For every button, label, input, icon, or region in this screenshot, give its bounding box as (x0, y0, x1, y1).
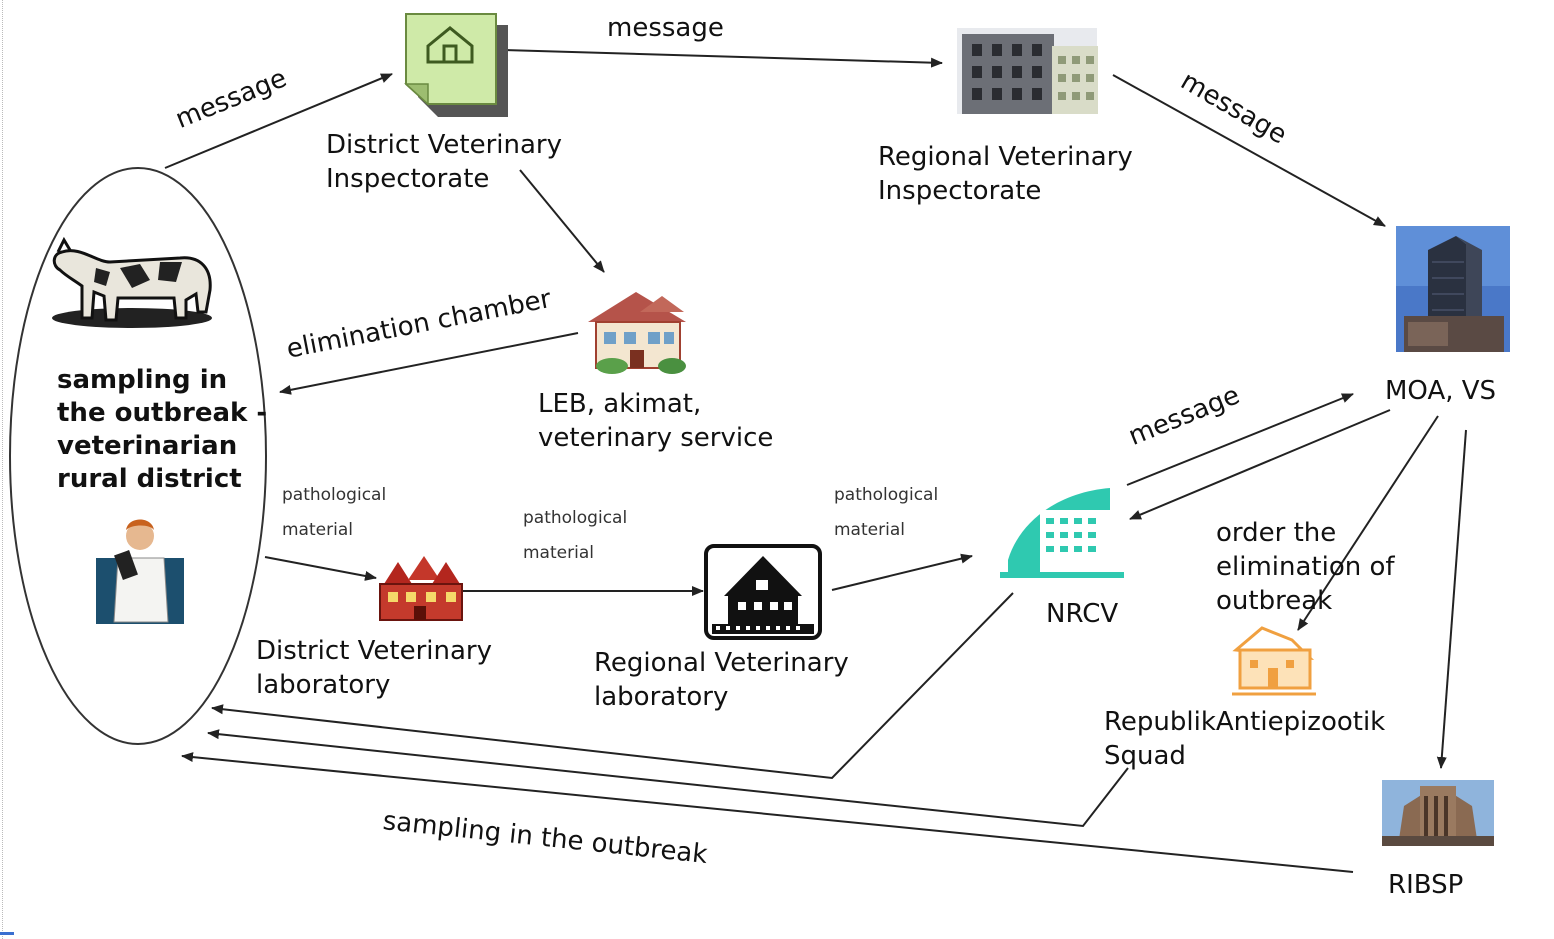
ribsp-building-icon (1382, 780, 1494, 846)
node-label-nrcv: NRCV (1046, 599, 1119, 629)
orange-house-icon (1232, 626, 1316, 696)
arrow-nrcv-to-moa (1126, 393, 1354, 486)
arrow-leb-to-sampling (279, 332, 579, 395)
arrow-moa-to-squad (1297, 415, 1439, 631)
node-label-moa: MOA, VS (1385, 376, 1497, 406)
mansion-icon (588, 292, 686, 374)
arrow-regional-lab-to-nrcv (831, 553, 973, 591)
node-label-district-lab: District Veterinary laboratory (256, 636, 493, 700)
skyscraper-icon (1396, 226, 1510, 352)
node-label-ribsp: RIBSP (1388, 870, 1464, 900)
arrow-sampling-to-district-lab (264, 556, 377, 581)
arrow-moa-to-nrcv (1129, 409, 1391, 520)
edge-label-msg-to-regional: message (607, 13, 724, 43)
node-label-squad: RepublikAntiepizootik Squad (1104, 707, 1386, 771)
left-edge-guide (2, 0, 4, 939)
corner-marker (0, 932, 14, 935)
arrow-ribsp-to-sampling (181, 752, 1354, 873)
arrow-moa-to-ribsp (1436, 429, 1467, 769)
node-label-leb: LEB, akimat, veterinary service (538, 389, 774, 453)
arrow-regional-to-moa (1112, 74, 1386, 227)
cow-icon (52, 236, 212, 328)
edge-label-pathological-3: pathological material (834, 485, 939, 540)
red-houses-icon (379, 556, 463, 621)
node-label-order: order the elimination of outbreak (1216, 518, 1395, 616)
arrow-district-inspectorate-to-leb (519, 169, 605, 273)
edge-label-pathological-2: pathological material (523, 508, 628, 563)
node-label-district-inspectorate: District Veterinary Inspectorate (326, 130, 563, 194)
arrow-sampling-to-district-inspectorate (164, 73, 393, 169)
arrow-squad-to-sampling (207, 729, 1129, 828)
arrow-nrcv-to-sampling (211, 592, 1014, 780)
arrow-district-to-regional-inspectorate (504, 49, 943, 68)
node-label-regional-lab: Regional Veterinary laboratory (594, 648, 849, 712)
house-document-icon (404, 13, 508, 117)
black-house-icon (704, 544, 822, 640)
edge-label-pathological-1: pathological material (282, 485, 387, 540)
hospital-icon (1000, 488, 1124, 578)
apartment-building-icon (957, 28, 1098, 114)
veterinarian-icon (96, 519, 184, 624)
outbreak-group-ellipse (9, 167, 267, 745)
node-label-regional-inspectorate: Regional Veterinary Inspectorate (878, 142, 1133, 206)
node-label-sampling: sampling in the outbreak - veterinarian … (57, 365, 268, 494)
